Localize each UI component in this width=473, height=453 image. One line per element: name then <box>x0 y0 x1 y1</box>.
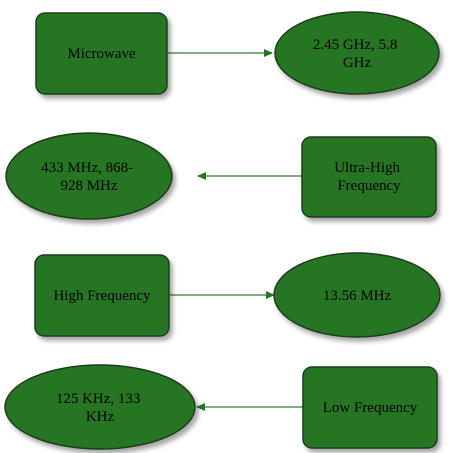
band-label-ultra-high-frequency: Ultra-High Frequency <box>334 160 404 194</box>
band-box-low-frequency <box>302 366 438 449</box>
band-label-microwave: Microwave <box>67 46 136 62</box>
band-label-high-frequency: High Frequency <box>53 288 151 304</box>
row-high-frequency: High Frequency 13.56 MHz <box>34 252 441 338</box>
frequency-label-low-frequency: 125 KHz, 133 KHz <box>56 391 144 425</box>
frequency-ellipse-microwave <box>274 11 440 95</box>
row-low-frequency: 125 KHz, 133 KHz Low Frequency <box>4 364 438 450</box>
band-box-ultra-high-frequency <box>301 136 437 218</box>
frequency-ellipse-ultra-high-frequency <box>5 132 173 220</box>
row-ultra-high-frequency: 433 MHz, 868- 928 MHz Ultra-High Frequen… <box>5 132 437 220</box>
frequency-label-ultra-high-frequency: 433 MHz, 868- 928 MHz <box>41 160 137 194</box>
row-microwave: Microwave 2.45 GHz, 5.8 GHz <box>35 11 440 95</box>
frequency-label-high-frequency: 13.56 MHz <box>323 288 392 304</box>
band-box-high-frequency <box>34 254 170 337</box>
frequency-ellipse-high-frequency <box>273 252 441 338</box>
band-box-microwave <box>35 12 168 95</box>
frequency-label-microwave: 2.45 GHz, 5.8 GHz <box>313 37 401 71</box>
band-label-low-frequency: Low Frequency <box>323 400 418 416</box>
frequency-ellipse-low-frequency <box>4 364 196 450</box>
